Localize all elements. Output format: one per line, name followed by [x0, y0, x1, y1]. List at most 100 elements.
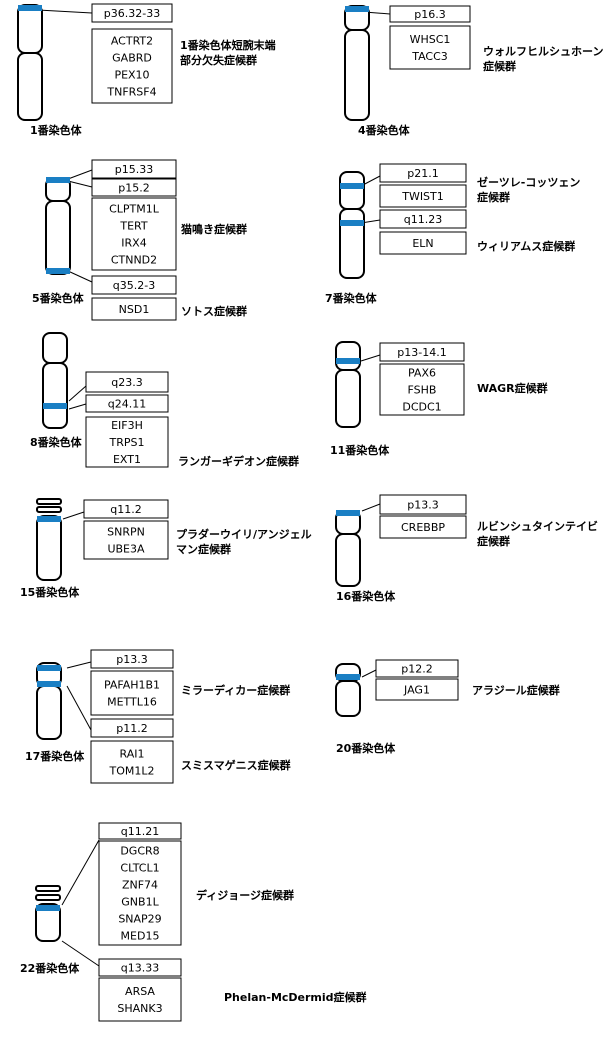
band-label-box — [379, 209, 467, 229]
gene-name: TNFRSF4 — [106, 86, 156, 99]
gene-name: SNRPN — [107, 526, 145, 539]
band-label-box — [85, 394, 169, 413]
syndrome-name: 部分欠失症候群 — [180, 53, 257, 67]
chromosome-3 — [45, 177, 71, 275]
chromosome-arm — [42, 332, 68, 364]
gene-name: SNAP29 — [118, 913, 161, 926]
gene-name: PAFAH1B1 — [104, 679, 160, 692]
syndrome-name: 症候群 — [477, 190, 510, 204]
gene-name: CLPTM1L — [109, 203, 160, 216]
band-label: p15.2 — [118, 182, 149, 195]
gene-name: FSHB — [408, 384, 437, 397]
leader-line — [361, 669, 377, 678]
gene-name: IRX4 — [121, 237, 146, 250]
syndrome-name: ゼーツレ-コッツェン — [477, 175, 580, 189]
leader-line — [37, 9, 93, 14]
band-label: p12.2 — [401, 663, 432, 676]
band-label: p15.33 — [115, 163, 153, 176]
chromosome-1 — [17, 4, 43, 121]
syndrome-name: ミラーディカー症候群 — [181, 683, 290, 697]
leader-line — [67, 180, 93, 188]
band-label: p11.2 — [116, 722, 147, 735]
band-label: q11.21 — [121, 825, 159, 838]
chromosome-arm — [36, 515, 62, 581]
chromosome-9 — [36, 662, 62, 740]
gene-name: RAI1 — [120, 748, 145, 761]
leader-line — [61, 940, 100, 967]
chromosome-7 — [36, 498, 62, 581]
band-label-box — [379, 342, 465, 362]
band-label-box — [91, 159, 177, 179]
satellite-stalk — [36, 506, 62, 513]
gene-name: DGCR8 — [120, 845, 159, 858]
leader-line — [67, 169, 93, 180]
highlight-band — [340, 183, 364, 189]
gene-name: ELN — [412, 237, 433, 250]
chromosome-arm — [17, 4, 43, 54]
band-label: q13.33 — [121, 962, 159, 975]
gene-box — [90, 670, 174, 716]
band-label-box — [91, 3, 173, 23]
leader-line — [360, 354, 381, 362]
gene-name: MED15 — [121, 930, 160, 943]
band-label: p13.3 — [407, 499, 438, 512]
syndrome-name: 症候群 — [477, 534, 510, 548]
gene-name: ZNF74 — [122, 879, 158, 892]
band-label-box — [83, 499, 169, 519]
gene-name: EIF3H — [111, 419, 143, 432]
gene-box — [379, 363, 465, 416]
band-label: p36.32-33 — [104, 7, 160, 20]
gene-box — [98, 977, 182, 1022]
chromosome-4 — [339, 171, 365, 279]
panel-1: 1番染色体p36.32-33ACTRT2GABRDPEX10TNFRSF41番染… — [30, 3, 276, 137]
chromosome-10 — [335, 663, 361, 717]
chromosome-arm — [35, 903, 61, 942]
gene-name: SHANK3 — [117, 1002, 162, 1015]
gene-name: PEX10 — [114, 69, 149, 82]
highlight-band — [336, 674, 360, 680]
chromosome-arm — [339, 208, 365, 279]
gene-name: GABRD — [112, 52, 152, 65]
band-label: p21.1 — [407, 167, 438, 180]
gene-name: EXT1 — [113, 453, 141, 466]
chromosome-label: 17番染色体 — [25, 749, 85, 763]
highlight-band — [345, 6, 369, 12]
band-label-box — [90, 718, 174, 738]
syndrome-name: ディジョージ症候群 — [196, 888, 294, 902]
band-label: q11.23 — [404, 213, 442, 226]
gene-name: ACTRT2 — [111, 35, 153, 48]
syndrome-name: マン症候群 — [176, 542, 231, 556]
gene-box — [379, 231, 467, 255]
leader-line — [62, 511, 85, 520]
gene-box — [83, 520, 169, 560]
syndrome-name: ウォルフヒルシュホーン — [483, 45, 603, 58]
gene-name: TOM1L2 — [109, 765, 155, 778]
gene-name: TERT — [119, 220, 148, 233]
gene-box — [389, 25, 471, 70]
panel-3: 5番染色体p15.33p15.2CLPTM1LTERTIRX4CTNND2猫鳴き… — [32, 159, 247, 321]
highlight-band — [46, 268, 70, 274]
chromosome-arm — [335, 533, 361, 587]
band-label-box — [379, 163, 467, 183]
band-label: p16.3 — [414, 8, 445, 21]
chromosome-label: 22番染色体 — [20, 961, 80, 975]
band-label-box — [98, 958, 182, 977]
syndrome-name: WAGR症候群 — [477, 381, 548, 395]
gene-name: TWIST1 — [401, 190, 444, 203]
gene-box — [91, 197, 177, 271]
satellite-stalk — [36, 498, 62, 505]
band-label-box — [379, 494, 467, 515]
highlight-band — [18, 5, 42, 11]
chromosome-arm — [339, 171, 365, 210]
gene-name: NSD1 — [119, 303, 150, 316]
chromosome-arm — [335, 680, 361, 717]
band-label: q35.2-3 — [113, 279, 155, 292]
band-label-box — [375, 659, 459, 678]
gene-name: ARSA — [125, 985, 155, 998]
gene-name: CTNND2 — [111, 254, 157, 267]
